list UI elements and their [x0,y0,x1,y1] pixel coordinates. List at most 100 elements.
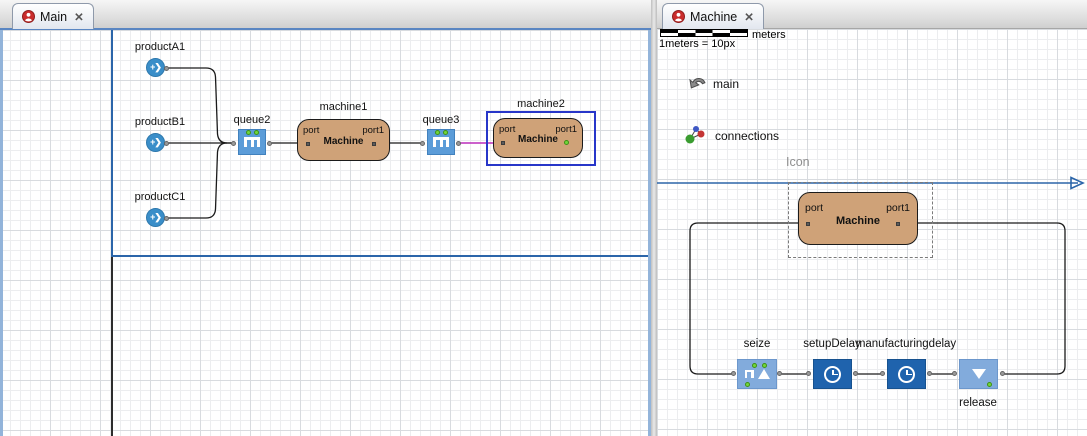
machine-body-label: Machine [517,134,558,145]
canvas-right-edge [648,30,651,436]
clock-icon [824,365,841,383]
machine2-label[interactable]: machine2 [517,98,565,112]
release-label[interactable]: release [959,397,997,409]
machine2-block[interactable]: port port1 Machine [493,118,583,158]
release-triangle-icon [971,369,986,379]
connector-productC1[interactable] [167,142,228,219]
main-connectors [167,67,503,219]
seize-label[interactable]: seize [743,338,771,350]
nav-connections-label[interactable]: connections [715,129,780,143]
icon-bounds-rect [788,182,933,258]
machine-editor-pane: Machine ✕ meters 1meters = 10px main con… [657,0,1087,436]
canvas-left-edge [0,30,3,436]
port-label: port [303,125,320,136]
source-block-icon[interactable]: +❯ [146,58,165,77]
clock-icon [898,365,915,383]
source-label[interactable]: productA1 [134,41,186,53]
release-block-icon[interactable] [959,359,998,389]
state-dot [745,382,750,387]
tab-main-label: Main [40,9,68,24]
main-canvas[interactable]: productA1 productB1 productC1 queue2 que… [0,30,651,436]
source-label[interactable]: productB1 [134,116,186,128]
queue-label[interactable]: queue2 [233,114,271,126]
state-dot [443,130,448,135]
connector-release-port1[interactable] [897,222,1066,375]
back-curved-arrow-icon[interactable] [687,71,709,93]
setupDelay-block-icon[interactable] [813,359,852,389]
queue-glyph-icon [744,369,754,379]
port-dot[interactable] [806,222,810,226]
endpoint-dot [164,216,169,221]
connector-productA1[interactable] [167,67,234,144]
state-dot [564,140,569,145]
selection-rect [486,111,596,166]
source-block-icon[interactable]: +❯ [146,133,165,152]
machine-icon-block[interactable]: port port1 Machine [798,192,918,245]
tab-machine[interactable]: Machine ✕ [662,3,764,29]
source-label[interactable]: productC1 [134,191,186,203]
machine-canvas[interactable]: meters 1meters = 10px main connections I… [657,29,1087,436]
source-block-icon[interactable]: +❯ [146,208,165,227]
port1-label: port1 [555,124,577,135]
manufacturingdelay-label[interactable]: manufacturingdelay [855,338,957,350]
endpoint-dot [952,371,957,376]
endpoint-dot [1000,371,1005,376]
machine-body-label: Machine [323,136,364,147]
endpoint-dot [164,66,169,71]
port1-label: port1 [362,125,384,136]
machine-body-label: Machine [835,215,880,227]
agent-type-icon [672,10,685,23]
seize-triangle-icon [757,369,770,379]
endpoint-dot [164,141,169,146]
state-dot [246,130,251,135]
queue-block-icon[interactable] [427,129,455,155]
state-dot [254,130,259,135]
port1-dot[interactable] [896,222,900,226]
endpoint-dot [880,371,885,376]
state-dot [762,363,767,368]
agent-frame-bottom-edge[interactable] [111,255,648,257]
machine-tabbar: Machine ✕ [657,0,1087,29]
endpoint-dot [456,141,461,146]
axis-arrowhead-icon [1070,176,1085,190]
queue-glyph-icon [244,136,260,148]
state-dot [752,363,757,368]
tab-main[interactable]: Main ✕ [12,3,94,29]
nav-main-label[interactable]: main [713,77,740,91]
endpoint-dot [420,141,425,146]
port-label: port [805,202,824,214]
queue-glyph-icon [433,136,449,148]
endpoint-dot [231,141,236,146]
port-label: port [499,124,516,135]
queue-block-icon[interactable] [238,129,266,155]
scale-unit-label: meters [752,29,786,41]
agent-type-icon [22,10,35,23]
machine-connectors [657,176,1085,375]
frame-extension-line [111,257,113,436]
state-dot [987,382,992,387]
network-dots-icon[interactable] [684,124,708,146]
endpoint-dot [267,141,272,146]
agent-frame-left-edge[interactable] [111,30,113,256]
endpoint-dot [806,371,811,376]
machine1-label[interactable]: machine1 [319,101,368,113]
setupDelay-label[interactable]: setupDelay [803,338,861,350]
endpoint-dot [927,371,932,376]
close-icon[interactable]: ✕ [744,11,754,24]
queue-label[interactable]: queue3 [422,114,460,126]
machine1-block[interactable]: port port1 Machine [297,119,390,161]
scale-ruler[interactable] [660,29,748,37]
port1-dot[interactable] [372,142,376,146]
tab-machine-label: Machine [690,9,738,24]
pane-divider[interactable] [651,0,657,436]
connector-port-seize[interactable] [689,222,807,375]
port-dot[interactable] [501,141,505,145]
icon-section-label: Icon [786,155,810,169]
close-icon[interactable]: ✕ [74,11,84,24]
scale-text: 1meters = 10px [659,38,736,50]
seize-block-icon[interactable] [737,359,777,389]
manufacturingdelay-block-icon[interactable] [887,359,926,389]
port-dot[interactable] [306,142,310,146]
state-dot [435,130,440,135]
main-tabbar: Main ✕ [0,0,651,30]
